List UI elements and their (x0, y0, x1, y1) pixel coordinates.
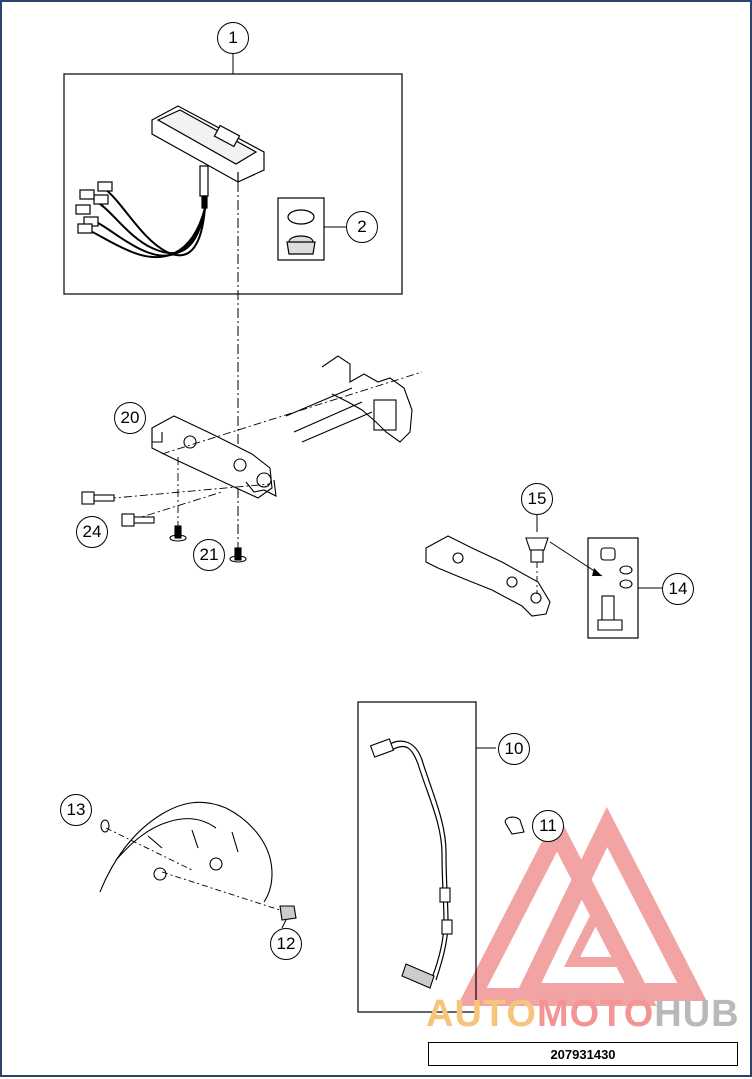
callout-10: 10 (498, 733, 530, 765)
callout-15: 15 (521, 483, 553, 515)
watermark-text-moto: MOTO (536, 993, 655, 1035)
callout-11: 11 (532, 810, 564, 842)
bracket-detail-15 (425, 535, 551, 617)
callout-20: 20 (114, 402, 146, 434)
dashboard-kit-box (63, 73, 403, 295)
screws (169, 525, 247, 563)
mounting-bracket (151, 355, 413, 499)
speed-sensor-box (357, 701, 477, 1013)
callout-13: 13 (60, 794, 92, 826)
callout-24: 24 (76, 516, 108, 548)
callout-12: 12 (270, 928, 302, 960)
watermark-text-hub: HUB (654, 993, 740, 1035)
brake-disc (99, 801, 273, 903)
connectors (75, 181, 113, 234)
watermark-logo (457, 806, 707, 1006)
watermark-text-auto: AUTO (426, 993, 537, 1035)
document-number: 207931430 (428, 1042, 738, 1066)
callout-2: 2 (346, 211, 378, 243)
wiring-harness (87, 189, 206, 259)
bolts (81, 491, 155, 527)
speed-sensor-cable (385, 740, 449, 981)
watermark-text: AUTOMOTOHUB (426, 994, 740, 1034)
callout-1: 1 (217, 22, 249, 54)
callout-14: 14 (662, 573, 694, 605)
dashboard-unit (151, 105, 265, 209)
callout-21: 21 (193, 539, 225, 571)
